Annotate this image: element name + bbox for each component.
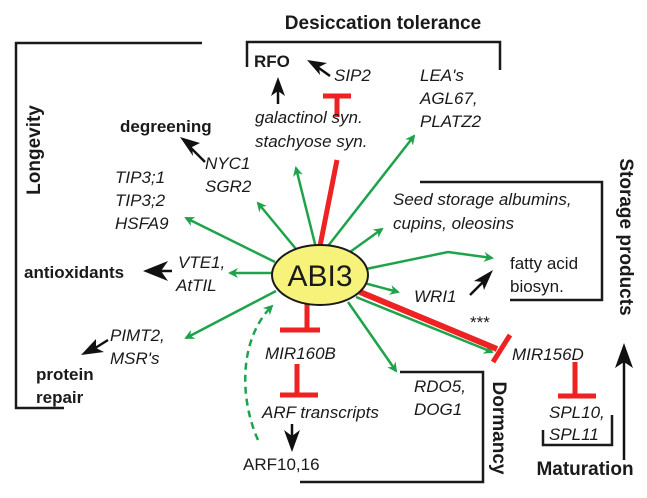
- category-maturation: Maturation: [536, 459, 633, 480]
- node-rdo5: RDO5,: [414, 377, 466, 396]
- node-leas: LEA's: [420, 66, 464, 85]
- node-protein: protein: [36, 365, 94, 384]
- edge-abi3-rdo5: [346, 301, 398, 373]
- arrowhead-antioxidants-icon: [143, 261, 168, 281]
- edge-abi3-mir156d-activation: [355, 295, 494, 354]
- node-sip2: SIP2: [334, 66, 371, 85]
- arrowhead-arf10-icon: [284, 430, 300, 452]
- repression-edges: [280, 93, 596, 399]
- category-desiccation-tolerance: Desiccation tolerance: [285, 13, 481, 34]
- arrowhead-sip2-rfo-icon: [307, 60, 327, 75]
- node-hsfa9: HSFA9: [115, 214, 169, 233]
- leads-to-arrows: [81, 60, 493, 452]
- edge-abi3-wri1: [363, 281, 400, 295]
- node-mir160b: MIR160B: [265, 344, 336, 363]
- mir156d-tbar: [490, 333, 513, 364]
- edge-abi3-pimt2: [184, 289, 277, 340]
- edge-nyc1-degreening: [189, 146, 206, 163]
- node-tip3-2: TIP3;2: [115, 191, 166, 210]
- significance-stars: ***: [470, 313, 490, 332]
- node-msrs: MSR's: [110, 349, 160, 368]
- category-dormancy: Dormancy: [488, 382, 509, 475]
- node-nyc1: NYC1: [205, 154, 250, 173]
- node-spl10: SPL10,: [549, 403, 605, 422]
- node-sgr2: SGR2: [205, 177, 252, 196]
- node-cupins-oleosins: cupins, oleosins: [393, 214, 514, 233]
- spl-bracket: [541, 415, 614, 447]
- arrowhead-fatty-acid-icon: [474, 270, 493, 290]
- node-agl67: AGL67,: [419, 89, 478, 108]
- node-mir156d: MIR156D: [512, 345, 584, 364]
- edge-abi3-lea: [327, 134, 416, 247]
- node-degreening: degreening: [120, 117, 212, 136]
- arrowhead-degreening-icon: [180, 137, 200, 156]
- node-galactinol-syn: galactinol syn.: [255, 108, 363, 127]
- node-fatty-acid: fatty acid: [510, 254, 578, 273]
- node-arf-transcripts: ARF transcripts: [261, 403, 379, 422]
- node-platz2: PLATZ2: [420, 112, 482, 131]
- category-storage-products: Storage products: [615, 158, 636, 315]
- node-stachyose-syn: stachyose syn.: [255, 132, 367, 151]
- edge-abi3-nyc1: [256, 201, 297, 250]
- node-seed-storage-albumins: Seed storage albumins,: [393, 190, 572, 209]
- node-wri1: WRI1: [414, 287, 457, 306]
- edge-abi3-fatty-acid: [365, 250, 494, 271]
- node-repair: repair: [36, 388, 84, 407]
- category-longevity: Longevity: [24, 105, 45, 195]
- longevity-bracket: [14, 41, 202, 410]
- node-pimt2: PIMT2,: [110, 326, 165, 345]
- arrowhead-protein-repair-icon: [81, 339, 104, 355]
- edge-abi3-mir156d-repression: [358, 289, 499, 352]
- desiccation-bracket: [245, 40, 502, 70]
- maturation-arrowhead-icon: [615, 343, 633, 368]
- node-arf10-16: ARF10,16: [243, 455, 320, 474]
- abi3-hub-node[interactable]: [271, 244, 369, 306]
- storage-bracket: [420, 180, 604, 302]
- node-spl11: SPL11: [549, 425, 599, 444]
- node-vte1: VTE1,: [178, 253, 225, 272]
- node-biosyn: biosyn.: [510, 277, 564, 296]
- dormancy-bracket: [300, 370, 485, 484]
- activation-arrows: [184, 134, 494, 441]
- node-rfo: RFO: [254, 52, 290, 71]
- edge-abi3-galactinol-repression: [317, 159, 340, 247]
- edge-abi3-hsfa9: [184, 216, 276, 264]
- node-antioxidants: antioxidants: [24, 263, 124, 282]
- edge-abi3-seed-storage: [349, 227, 384, 254]
- abi3-hub-label: ABI3: [287, 260, 352, 293]
- edge-arf10-abi3-dashed: [244, 304, 274, 441]
- node-tip3-1: TIP3;1: [115, 168, 165, 187]
- arrowhead-rfo-up-icon: [271, 77, 285, 96]
- node-attil: AtTIL: [175, 276, 217, 295]
- edge-abi3-galactinol: [293, 166, 318, 249]
- node-dog1: DOG1: [414, 400, 462, 419]
